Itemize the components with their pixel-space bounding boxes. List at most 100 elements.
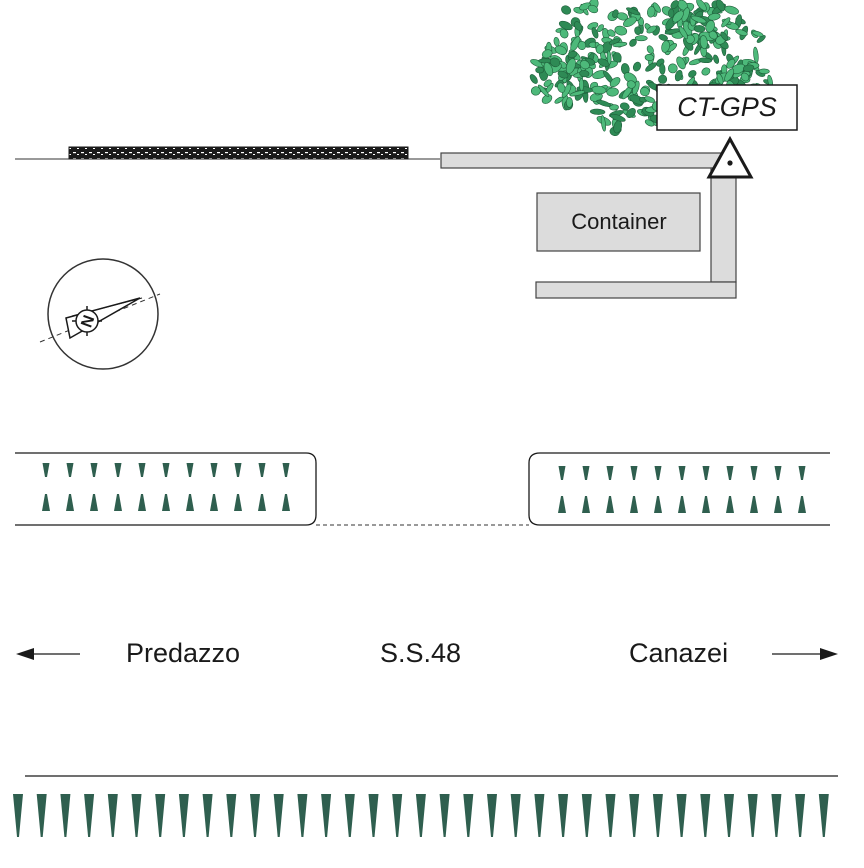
container-label: Container — [571, 209, 667, 234]
leaf — [596, 99, 612, 107]
leaf — [672, 10, 684, 23]
conifer-icon — [629, 794, 640, 837]
conifer-icon — [798, 466, 806, 480]
conifer-icon — [42, 494, 50, 511]
conifer-icon — [131, 794, 142, 837]
conifer-icon — [90, 494, 98, 511]
conifer-icon — [202, 794, 213, 837]
leaf — [644, 96, 656, 103]
conifer-icon — [654, 466, 662, 480]
leaf — [699, 35, 708, 50]
leaf — [670, 0, 679, 10]
tree-row-left — [42, 463, 290, 511]
leaf — [616, 12, 628, 21]
conifer-icon — [678, 466, 686, 480]
leaf — [713, 54, 720, 64]
conifer-icon — [66, 463, 74, 477]
hedge-left-outline — [15, 452, 317, 526]
leaf — [701, 67, 711, 76]
conifer-icon — [652, 794, 663, 837]
leaf — [676, 56, 686, 70]
leaf — [758, 68, 770, 75]
leaf — [668, 8, 675, 18]
west-town-label: Predazzo — [126, 638, 241, 668]
conifer-icon — [582, 466, 590, 480]
station-label-box — [656, 84, 798, 131]
conifer-icon — [138, 463, 146, 477]
leaf — [678, 26, 688, 40]
leaf — [566, 97, 573, 108]
leaf — [606, 87, 619, 97]
leaf — [597, 24, 604, 32]
leaf — [606, 50, 612, 65]
conifer-icon — [606, 466, 614, 480]
conifer-icon — [774, 466, 782, 480]
leaf — [646, 25, 657, 34]
conifer-icon — [678, 496, 686, 513]
leaf — [579, 60, 590, 70]
leaf — [589, 108, 606, 115]
leaf — [541, 94, 553, 104]
leaf — [632, 61, 642, 72]
leaf — [553, 36, 560, 47]
conifer-icon — [726, 466, 734, 480]
conifer-icon — [36, 794, 47, 837]
conifer-icon — [297, 794, 308, 837]
leaf — [557, 70, 569, 79]
conifer-icon — [162, 463, 170, 477]
arrow-left-icon — [16, 648, 80, 660]
leaf — [756, 35, 766, 43]
leaf — [674, 69, 683, 82]
leaf — [634, 35, 648, 42]
leaf — [557, 82, 566, 93]
leaf — [626, 108, 636, 118]
leaf — [554, 45, 567, 55]
wall-top — [440, 152, 737, 169]
conifer-icon — [107, 794, 118, 837]
leaf — [698, 57, 712, 64]
conifer-icon — [750, 466, 758, 480]
leaf — [658, 34, 668, 41]
leaf — [529, 74, 538, 84]
arrow-right-icon — [772, 648, 838, 660]
leaf — [559, 28, 569, 39]
triangle-dot-icon — [706, 135, 754, 179]
conifer-icon — [186, 494, 194, 511]
conifer-icon — [439, 794, 450, 837]
leaf — [567, 50, 578, 58]
conifer-icon — [186, 463, 194, 477]
wall-bottom — [535, 281, 737, 299]
leaf — [659, 63, 666, 75]
conifer-icon — [282, 463, 290, 477]
conifer-icon — [210, 463, 218, 477]
leaf — [620, 102, 630, 111]
conifer-icon — [558, 466, 566, 480]
leaf — [626, 80, 636, 89]
leaf — [543, 79, 552, 87]
conifer-icon — [84, 794, 95, 837]
conifer-icon — [138, 494, 146, 511]
conifer-icon — [702, 466, 710, 480]
leaf — [661, 40, 670, 53]
conifer-icon — [13, 794, 23, 837]
leaf — [690, 15, 707, 24]
leaf — [558, 20, 573, 31]
conifer-icon — [321, 794, 332, 837]
leaf — [591, 27, 599, 39]
hedge-right-outline — [528, 452, 830, 526]
conifer-icon — [771, 794, 782, 837]
conifer-icon — [114, 494, 122, 511]
conifer-icon — [582, 496, 590, 513]
conifer-icon — [747, 794, 758, 837]
conifer-icon — [344, 794, 355, 837]
conifer-icon — [463, 794, 474, 837]
leaf — [597, 58, 610, 67]
leaf — [658, 74, 668, 84]
conifer-icon — [795, 794, 806, 837]
conifer-icon — [676, 794, 687, 837]
leaf — [735, 29, 748, 36]
conifer-icon — [726, 496, 734, 513]
leaf — [644, 53, 655, 62]
conifer-icon — [234, 463, 242, 477]
